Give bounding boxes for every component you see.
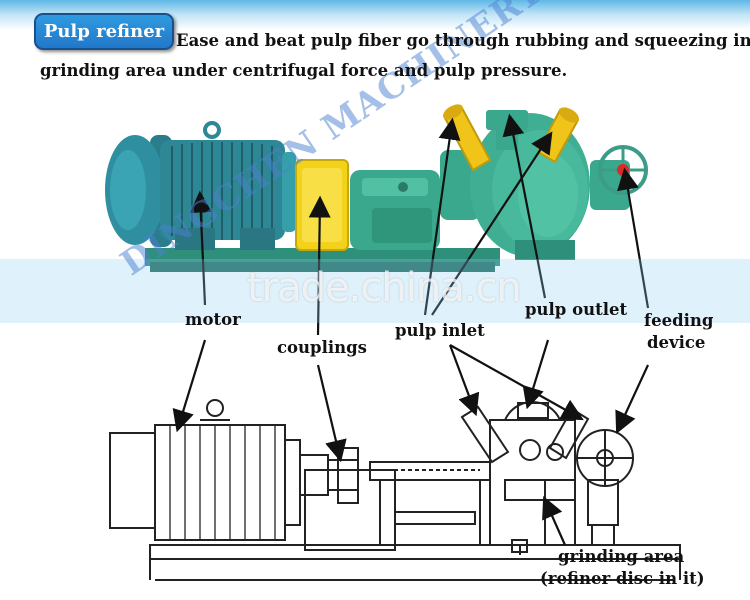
label-grinding-area: grinding area — [558, 547, 685, 566]
pointer-outlet-photo — [502, 113, 547, 299]
label-motor: motor — [185, 310, 241, 329]
label-feeding: feeding — [644, 311, 714, 330]
refiner-head-photo — [440, 104, 590, 260]
page-title: Pulp refiner — [34, 13, 174, 50]
motor-photo — [105, 121, 296, 250]
label-pulp-outlet: pulp outlet — [525, 300, 628, 319]
pointer-feeding-drawing — [615, 364, 649, 434]
couplings-drawing — [299, 447, 396, 551]
pointer-inlet-drawing-right — [449, 344, 584, 421]
pointer-motor-photo — [189, 190, 212, 306]
pointer-inlet-photo-left — [423, 117, 461, 316]
pointer-motor-drawing — [172, 339, 207, 433]
pointer-feeding-photo — [617, 167, 650, 309]
site-watermark: trade.china.cn — [247, 265, 522, 311]
description-line-1: Ease and beat pulp fiber go through rubb… — [176, 31, 750, 50]
feeding-device-photo — [590, 145, 648, 210]
label-device: device — [647, 333, 706, 352]
pointer-couplings-drawing — [316, 364, 347, 463]
pointer-couplings-photo — [308, 195, 331, 336]
machine-line-drawing — [109, 399, 681, 581]
coupling-guard-photo — [295, 159, 349, 251]
description-line-2: grinding area under centrifugal force an… — [40, 61, 568, 80]
pointer-grinding-drawing — [542, 495, 567, 546]
motor-drawing — [109, 399, 301, 541]
shaft-housing-drawing — [369, 461, 491, 546]
label-refiner-disc: (refiner disc in it) — [540, 569, 705, 588]
pointer-outlet-drawing — [522, 339, 550, 410]
label-couplings: couplings — [277, 338, 367, 357]
label-pulp-inlet: pulp inlet — [395, 321, 485, 340]
watermark-band — [0, 259, 750, 323]
machine-photo — [105, 104, 648, 272]
pointer-lines — [172, 113, 650, 546]
pointer-inlet-drawing-left — [448, 344, 480, 417]
feeding-device-drawing — [576, 429, 634, 546]
pointer-inlet-photo-right — [431, 131, 553, 316]
